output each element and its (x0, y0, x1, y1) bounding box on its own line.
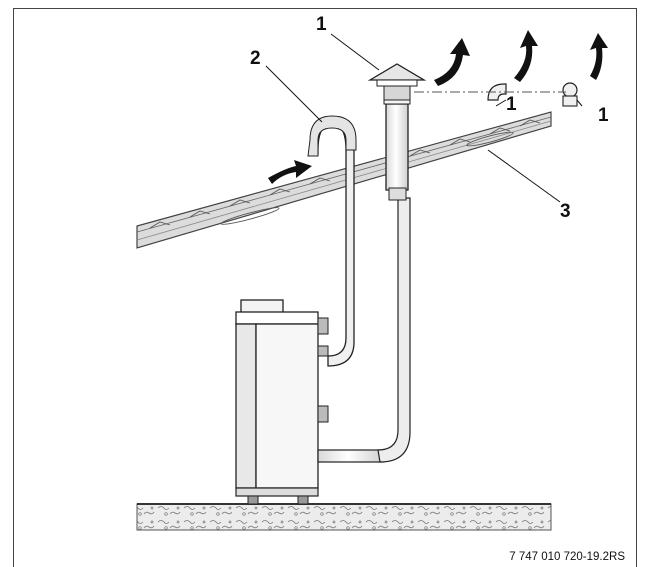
airflow-arrows (268, 30, 608, 184)
airflow-arrow-icon (514, 30, 538, 82)
boiler-unit (235, 299, 329, 505)
elbow-terminal-icon (487, 83, 507, 101)
roof (136, 111, 552, 249)
tee-terminal-icon (562, 82, 578, 107)
vent-cap-icon (367, 63, 427, 105)
airflow-arrow-icon (434, 38, 470, 86)
callout-roof: 3 (560, 201, 571, 222)
figure-reference: 7 747 010 720-19.2RS (509, 551, 625, 563)
leader-lines (265, 33, 583, 203)
airflow-arrow-icon (590, 33, 608, 80)
callout-terminal: 1 (316, 14, 327, 35)
airflow-arrow-icon (268, 160, 312, 184)
intake-pipe (307, 115, 357, 367)
floor-slab (136, 503, 552, 531)
figure-frame (13, 8, 637, 567)
callout-tee-terminal: 1 (598, 105, 609, 126)
callout-intake-pipe: 2 (250, 48, 261, 69)
callout-elbow-terminal: 1 (506, 94, 517, 115)
exhaust-pipe (317, 103, 411, 463)
